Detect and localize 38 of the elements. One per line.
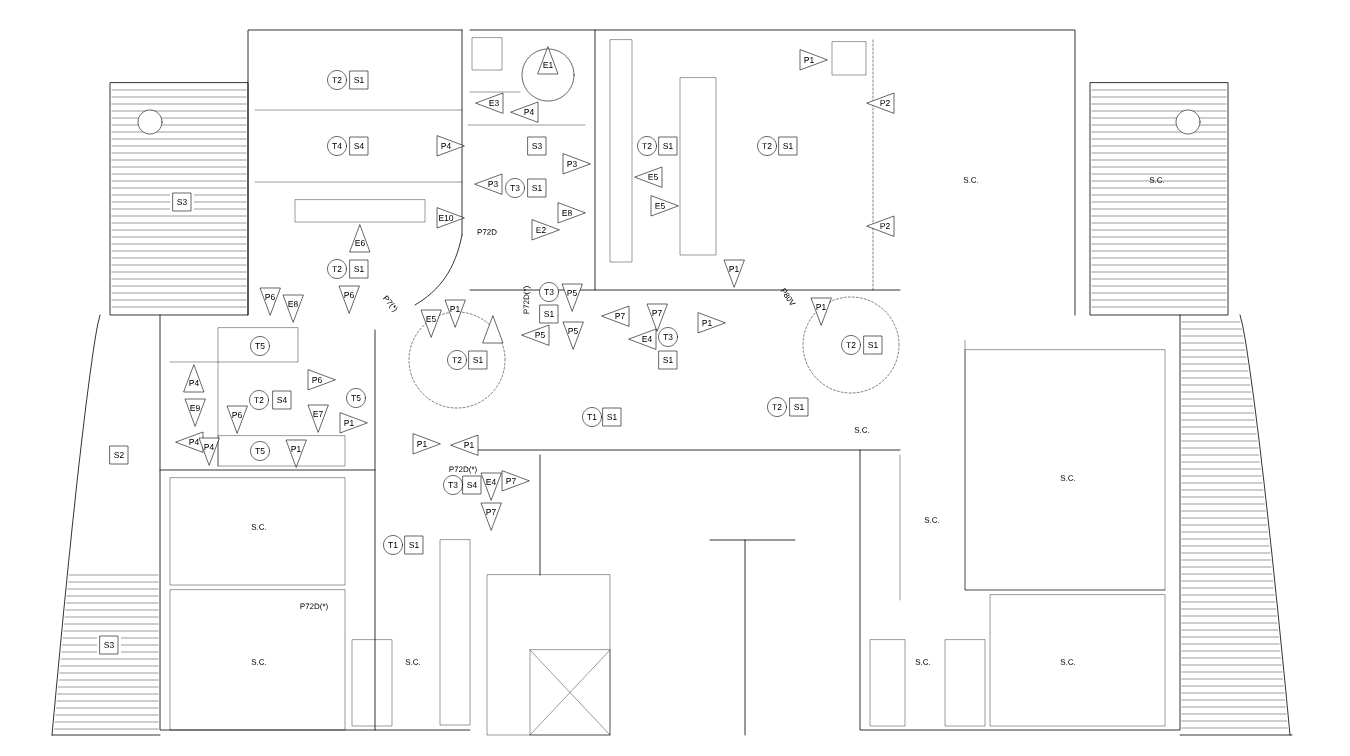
circle-tag: T4 <box>327 136 347 156</box>
square-tag: S1 <box>468 350 488 370</box>
square-tag: S1 <box>789 397 809 417</box>
circle-tag: T2 <box>447 350 467 370</box>
circle-tag: T3 <box>658 327 678 347</box>
circle-tag: T1 <box>383 535 403 555</box>
circle-tag: T2 <box>327 259 347 279</box>
square-tag: S1 <box>404 535 424 555</box>
square-tag: S4 <box>462 475 482 495</box>
square-tag: S1 <box>602 407 622 427</box>
circle-tag: T3 <box>505 178 525 198</box>
square-tag: S4 <box>272 390 292 410</box>
empty-triangle-marker <box>482 315 504 344</box>
circle-tag: T2 <box>757 136 777 156</box>
circle-tag: T5 <box>250 441 270 461</box>
square-tag: S1 <box>527 178 547 198</box>
circle-tag: T3 <box>443 475 463 495</box>
square-tag: S3 <box>527 136 547 156</box>
circle-tag: T2 <box>841 335 861 355</box>
circle-tag: T2 <box>249 390 269 410</box>
square-tag: S1 <box>658 136 678 156</box>
square-tag: S3 <box>99 635 119 655</box>
circle-tag: T2 <box>327 70 347 90</box>
square-tag: S1 <box>778 136 798 156</box>
circle-tag: T2 <box>637 136 657 156</box>
circle-tag: T1 <box>582 407 602 427</box>
circle-tag: T5 <box>250 336 270 356</box>
square-tag: S4 <box>349 136 369 156</box>
circle-tag: T3 <box>539 282 559 302</box>
square-tag: S1 <box>349 70 369 90</box>
circle-tag: T2 <box>767 397 787 417</box>
square-tag: S1 <box>658 350 678 370</box>
square-tag: S1 <box>863 335 883 355</box>
circle-tag: T5 <box>346 388 366 408</box>
square-tag: S1 <box>349 259 369 279</box>
square-tag: S3 <box>172 192 192 212</box>
square-tag: S2 <box>109 445 129 465</box>
square-tag: S1 <box>539 304 559 324</box>
